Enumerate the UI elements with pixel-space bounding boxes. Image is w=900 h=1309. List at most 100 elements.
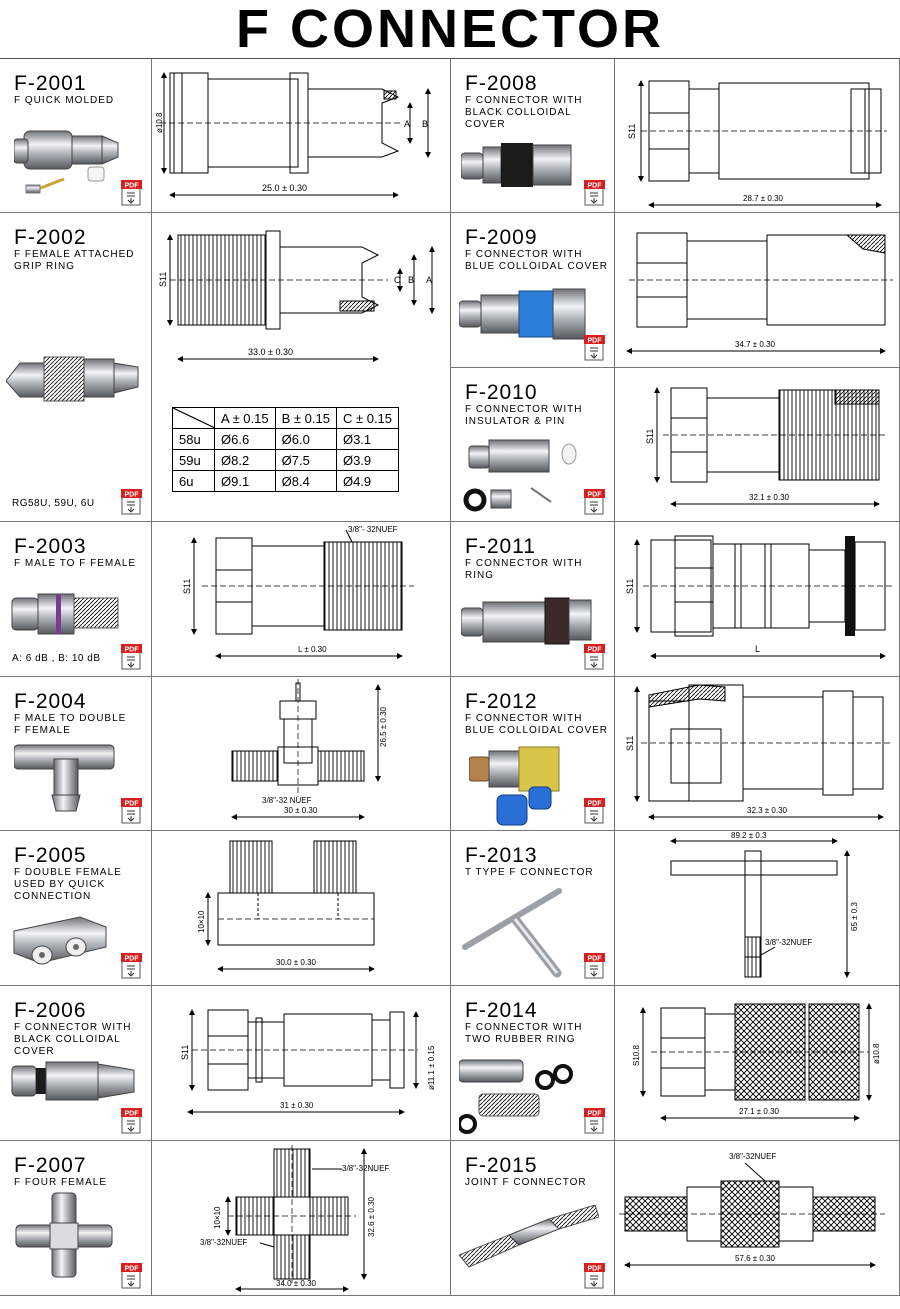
svg-text:PDF: PDF [125,492,140,499]
pdf-icon[interactable]: PDF [584,489,606,515]
pdf-icon[interactable]: PDF [584,1263,606,1289]
product-code: F-2010 [465,381,538,404]
pdf-icon[interactable]: PDF [584,180,606,206]
connector-photo [13,916,107,965]
cable-note: RG58U, 59U, 6U [12,498,95,509]
product-f-2002[interactable]: F-2002 F FEMALE ATTACHED GRIP RING RG58U… [0,213,152,522]
product-f-2014[interactable]: F-2014 F CONNECTOR WITH TWO RUBBER RING … [451,986,615,1141]
product-f-2010[interactable]: F-2010 F CONNECTOR WITH INSULATOR & PIN … [451,368,615,522]
svg-text:28.7 ± 0.30: 28.7 ± 0.30 [743,194,784,203]
product-code: F-2001 [14,72,87,95]
svg-text:PDF: PDF [125,1266,140,1273]
table-header: B ± 0.15 [274,407,337,429]
svg-text:3/8"-32 NUEF: 3/8"-32 NUEF [262,796,312,805]
svg-text:32.1 ± 0.30: 32.1 ± 0.30 [749,493,790,502]
product-f-2011[interactable]: F-2011 F CONNECTOR WITH RING PDF [451,522,615,677]
page-title: F CONNECTOR [235,0,664,59]
svg-text:27.1 ± 0.30: 27.1 ± 0.30 [739,1107,780,1116]
pdf-icon[interactable]: PDF [584,1108,606,1134]
product-description: F CONNECTOR WITH BLUE COLLOIDAL COVER [465,713,609,736]
product-code: F-2009 [465,226,538,249]
svg-text:10×10: 10×10 [197,910,206,933]
svg-text:31 ± 0.30: 31 ± 0.30 [280,1101,314,1110]
svg-text:33.0 ± 0.30: 33.0 ± 0.30 [248,347,293,357]
drawing-f-2003: S11 3/8"- 32NUEF L ± 0.30 [152,522,451,677]
product-code: F-2014 [465,999,538,1022]
product-code: F-2005 [14,844,87,867]
pdf-icon[interactable]: PDF [584,798,606,824]
drawing-f-2014: S10.8 ø10.8 27.1 ± 0.30 [615,986,900,1141]
product-description: F QUICK MOLDED [14,95,115,106]
svg-text:89.2 ± 0.3: 89.2 ± 0.3 [731,831,767,840]
table-header: C ± 0.15 [335,407,400,429]
svg-text:ø11.1 ± 0.15: ø11.1 ± 0.15 [427,1045,436,1090]
connector-photo [462,888,562,978]
svg-text:30.0 ± 0.30: 30.0 ± 0.30 [276,958,317,967]
product-code: F-2011 [465,535,536,558]
product-code: F-2006 [14,999,87,1022]
svg-text:S11: S11 [627,124,637,139]
svg-text:3/8"-32NUEF: 3/8"-32NUEF [342,1164,389,1173]
product-f-2012[interactable]: F-2012 F CONNECTOR WITH BLUE COLLOIDAL C… [451,677,615,831]
product-description: F CONNECTOR WITH RING [465,558,583,581]
svg-text:A: A [404,119,410,129]
svg-text:L: L [755,644,760,654]
connector-photo [14,744,115,812]
svg-text:PDF: PDF [125,1111,140,1118]
svg-text:PDF: PDF [588,492,603,499]
svg-text:65 ± 0.3: 65 ± 0.3 [850,902,859,931]
svg-text:26.5 ± 0.30: 26.5 ± 0.30 [379,706,388,747]
pdf-icon[interactable]: PDF [121,1108,143,1134]
product-description: F CONNECTOR WITH BLACK COLLOIDAL COVER [14,1022,132,1057]
product-description: F CONNECTOR WITH BLACK COLLOIDAL COVER [465,95,583,130]
svg-text:S11: S11 [645,429,655,444]
pdf-icon[interactable]: PDF [121,953,143,979]
pdf-icon[interactable]: PDF [584,335,606,361]
connector-photo [6,356,139,402]
product-f-2009[interactable]: F-2009 F CONNECTOR WITH BLUE COLLOIDAL C… [451,213,615,368]
product-description: F CONNECTOR WITH BLUE COLLOIDAL COVER [465,249,609,272]
svg-text:PDF: PDF [588,1111,603,1118]
svg-text:PDF: PDF [588,338,603,345]
svg-text:PDF: PDF [588,183,603,190]
drawing-f-2002: S11 C B A 33.0 ± 0.30 A ± 0.15 B ± 0.15 … [152,213,451,522]
product-f-2015[interactable]: F-2015 JOINT F CONNECTOR PDF [451,1141,615,1296]
product-code: F-2007 [14,1154,87,1177]
product-f-2008[interactable]: F-2008 F CONNECTOR WITH BLACK COLLOIDAL … [451,59,615,213]
pdf-icon[interactable]: PDF [584,953,606,979]
drawing-f-2004: 26.5 ± 0.30 3/8"-32 NUEF 30 ± 0.30 [152,677,451,831]
svg-text:S11: S11 [158,272,168,287]
svg-text:S11: S11 [182,579,192,594]
product-f-2005[interactable]: F-2005 F DOUBLE FEMALE USED BY QUICK CON… [0,831,152,986]
svg-text:PDF: PDF [125,801,140,808]
connector-photo [15,1192,113,1278]
product-code: F-2013 [465,844,538,867]
product-description: T TYPE F CONNECTOR [465,867,594,878]
pdf-icon[interactable]: PDF [121,644,143,670]
svg-text:PDF: PDF [125,183,140,190]
svg-text:32.6 ± 0.30: 32.6 ± 0.30 [367,1196,376,1237]
svg-text:30 ± 0.30: 30 ± 0.30 [284,806,318,815]
drawing-f-2007: 10×10 3/8"-32NUEF 3/8"-32NUEF 32.6 ± 0.3… [152,1141,451,1296]
product-f-2013[interactable]: F-2013 T TYPE F CONNECTOR PDF [451,831,615,986]
product-code: F-2012 [465,690,538,713]
product-f-2004[interactable]: F-2004 F MALE TO DOUBLE F FEMALE PDF [0,677,152,831]
pdf-icon[interactable]: PDF [121,180,143,206]
dim-length: 25.0 ± 0.30 [262,183,307,193]
svg-text:L ± 0.30: L ± 0.30 [298,645,327,654]
pdf-icon[interactable]: PDF [121,489,143,515]
drawing-f-2012: S11 32.3 ± 0.30 [615,677,900,831]
pdf-icon[interactable]: PDF [584,644,606,670]
product-description: F MALE TO F FEMALE [14,558,137,569]
product-f-2003[interactable]: F-2003 F MALE TO F FEMALE A: 6 dB , B: 1… [0,522,152,677]
product-f-2001[interactable]: F-2001 F QUICK MOLDED PDF [0,59,152,213]
product-f-2007[interactable]: F-2007 F FOUR FEMALE PDF [0,1141,152,1296]
svg-text:3/8"-32NUEF: 3/8"-32NUEF [765,938,812,947]
pdf-icon[interactable]: PDF [121,1263,143,1289]
pdf-icon[interactable]: PDF [121,798,143,824]
product-f-2006[interactable]: F-2006 F CONNECTOR WITH BLACK COLLOIDAL … [0,986,152,1141]
product-description: F CONNECTOR WITH TWO RUBBER RING [465,1022,583,1045]
